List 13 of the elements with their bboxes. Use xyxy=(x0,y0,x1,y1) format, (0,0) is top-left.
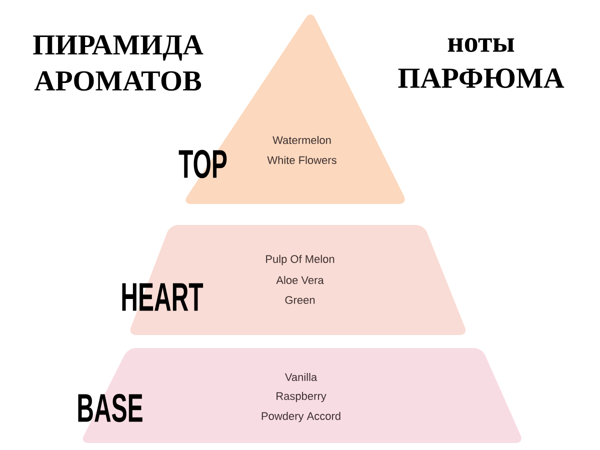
title-text: ПИРАМИДА АРОМАТОВ xyxy=(33,35,204,91)
heading-text: ноты ПАРФЮМА xyxy=(398,38,564,88)
note-text: Aloe Vera xyxy=(276,276,324,284)
note-text: Green xyxy=(285,296,315,304)
note-text: Vanilla xyxy=(284,372,318,382)
note-text: Pulp Of Melon xyxy=(266,254,334,266)
note-text: Powdery Accord xyxy=(262,412,340,422)
tier-label: HEART xyxy=(122,283,204,311)
note-text: White Flowers xyxy=(267,156,336,164)
tier-label: BASE xyxy=(78,394,142,422)
note-text: Raspberry xyxy=(276,392,326,402)
tier-label: TOP xyxy=(178,150,227,178)
note-text: Watermelon xyxy=(272,136,331,144)
